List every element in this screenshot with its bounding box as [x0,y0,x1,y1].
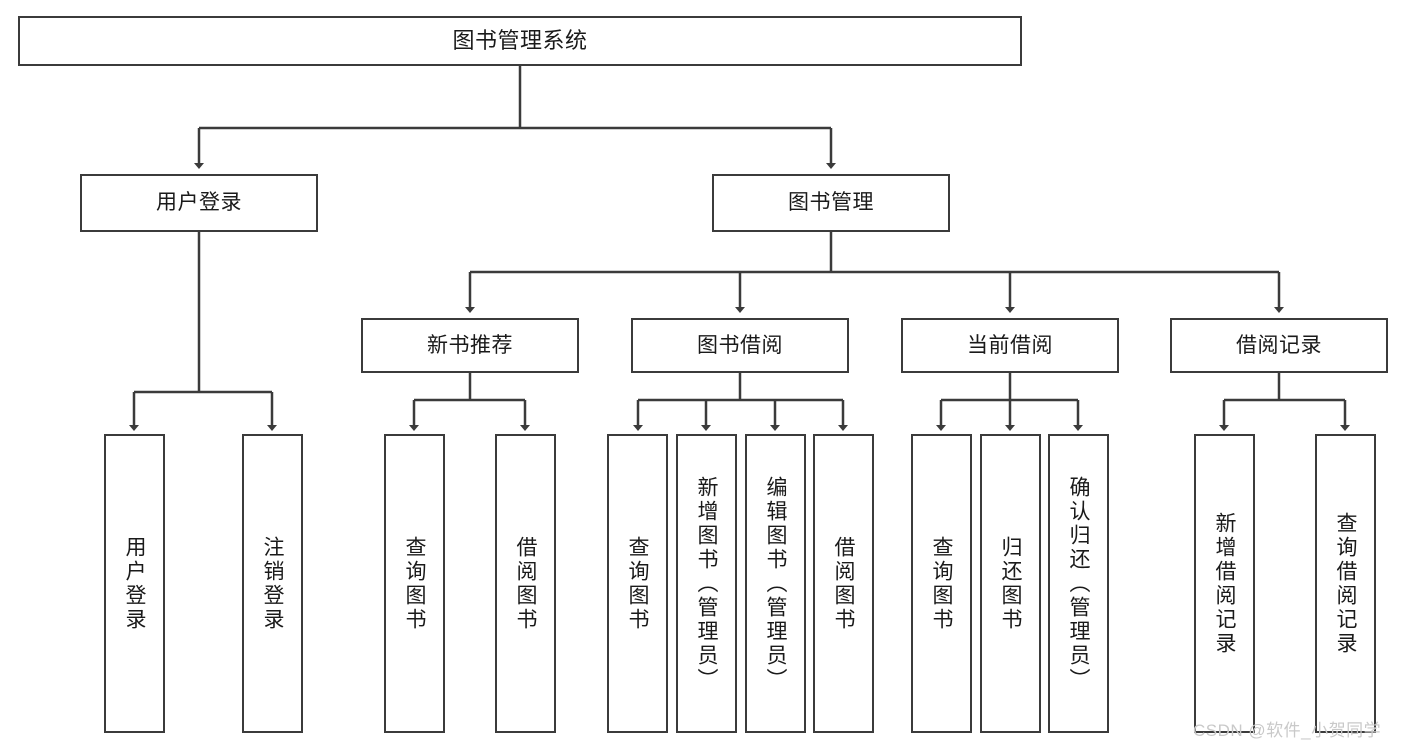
node-label: 图书借阅 [697,333,783,357]
node-label: 图书管理系统 [452,27,588,53]
watermark-text: CSDN @软件_小贺同学 [1193,721,1382,740]
leaf-record-add-borrow-record[interactable]: 新增借阅记录 [1194,434,1255,733]
leaf-borrow-edit-book-admin[interactable]: 编辑图书（管理员） [745,434,806,733]
node-label: 图书管理 [788,191,874,215]
node-user-login[interactable]: 用户登录 [80,174,318,232]
node-label: 查询图书 [626,535,649,632]
leaf-record-query-borrow-record[interactable]: 查询借阅记录 [1315,434,1376,733]
node-label: 确认归还（管理员） [1067,475,1090,692]
leaf-current-return-book[interactable]: 归还图书 [980,434,1041,733]
node-label: 查询图书 [403,535,426,632]
node-new-book-recommend[interactable]: 新书推荐 [361,318,579,373]
node-label: 用户登录 [156,191,242,215]
node-current-borrow[interactable]: 当前借阅 [901,318,1119,373]
node-book-management[interactable]: 图书管理 [712,174,950,232]
leaf-user-login-logout[interactable]: 注销登录 [242,434,303,733]
leaf-current-query-book[interactable]: 查询图书 [911,434,972,733]
csdn-watermark: CSDN @软件_小贺同学 [1193,716,1381,741]
leaf-borrow-borrow-book[interactable]: 借阅图书 [813,434,874,733]
leaf-borrow-add-book-admin[interactable]: 新增图书（管理员） [676,434,737,733]
node-label: 注销登录 [261,535,284,632]
node-label: 借阅图书 [832,535,855,632]
node-label: 归还图书 [999,535,1022,632]
leaf-borrow-query-book[interactable]: 查询图书 [607,434,668,733]
node-borrow-record[interactable]: 借阅记录 [1170,318,1388,373]
node-label: 编辑图书（管理员） [764,475,787,692]
node-book-borrow[interactable]: 图书借阅 [631,318,849,373]
node-label: 新增图书（管理员） [695,475,718,692]
leaf-user-login-login[interactable]: 用户登录 [104,434,165,733]
node-label: 用户登录 [123,535,146,632]
leaf-current-confirm-return-admin[interactable]: 确认归还（管理员） [1048,434,1109,733]
node-label: 新书推荐 [427,333,513,357]
node-label: 借阅图书 [514,535,537,632]
leaf-recommend-query-book[interactable]: 查询图书 [384,434,445,733]
node-label: 查询借阅记录 [1334,511,1357,656]
node-label: 借阅记录 [1236,333,1322,357]
node-label: 当前借阅 [967,333,1053,357]
node-label: 新增借阅记录 [1213,511,1236,656]
node-root-book-management-system[interactable]: 图书管理系统 [18,16,1022,66]
leaf-recommend-borrow-book[interactable]: 借阅图书 [495,434,556,733]
node-label: 查询图书 [930,535,953,632]
